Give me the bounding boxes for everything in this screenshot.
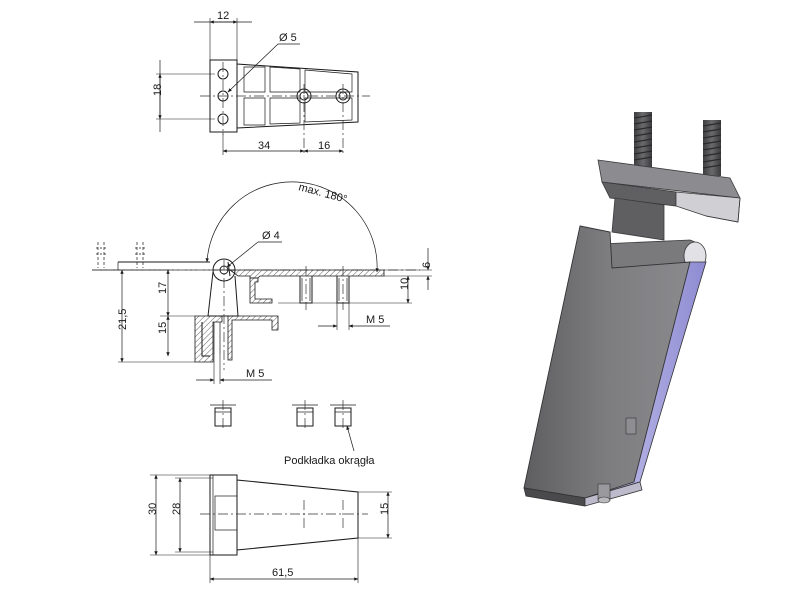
dim-thread-b: M 5 <box>246 368 264 380</box>
dim-pin-dia: Ø 4 <box>262 230 280 242</box>
dim-bottom-len: 61,5 <box>272 567 293 579</box>
bottom-view: 30 28 15 61,5 <box>147 474 392 583</box>
washer-label: Podkładka okrągła <box>284 455 375 467</box>
dim-side-b: 15 <box>157 322 169 334</box>
hinge-3d-render <box>523 112 741 507</box>
side-view: max. 180° <box>92 181 433 384</box>
dim-side-thick: 6 <box>421 262 433 268</box>
dim-side-a: 17 <box>157 282 169 294</box>
stud-left <box>633 112 653 168</box>
dim-thread-a: M 5 <box>366 314 384 326</box>
dim-top-height: 18 <box>152 84 164 96</box>
dim-bottom-outer: 30 <box>147 503 159 515</box>
dim-top-hole: Ø 5 <box>279 32 297 44</box>
dim-bottom-inner: 28 <box>171 503 183 515</box>
stud-right <box>702 120 722 176</box>
bottom-screws <box>597 417 637 504</box>
rotation-label: max. 180° <box>297 181 348 205</box>
top-view: 12 18 Ø 5 34 16 <box>152 10 370 155</box>
dim-top-len-a: 34 <box>258 140 270 152</box>
dim-bottom-tip: 15 <box>379 503 391 515</box>
dim-side-depth: 10 <box>399 278 411 290</box>
dim-top-width: 12 <box>217 10 229 22</box>
dim-side-total: 21,5 <box>117 309 129 330</box>
washers: Podkładka okrągła <box>210 400 375 467</box>
dim-top-len-b: 16 <box>318 140 330 152</box>
